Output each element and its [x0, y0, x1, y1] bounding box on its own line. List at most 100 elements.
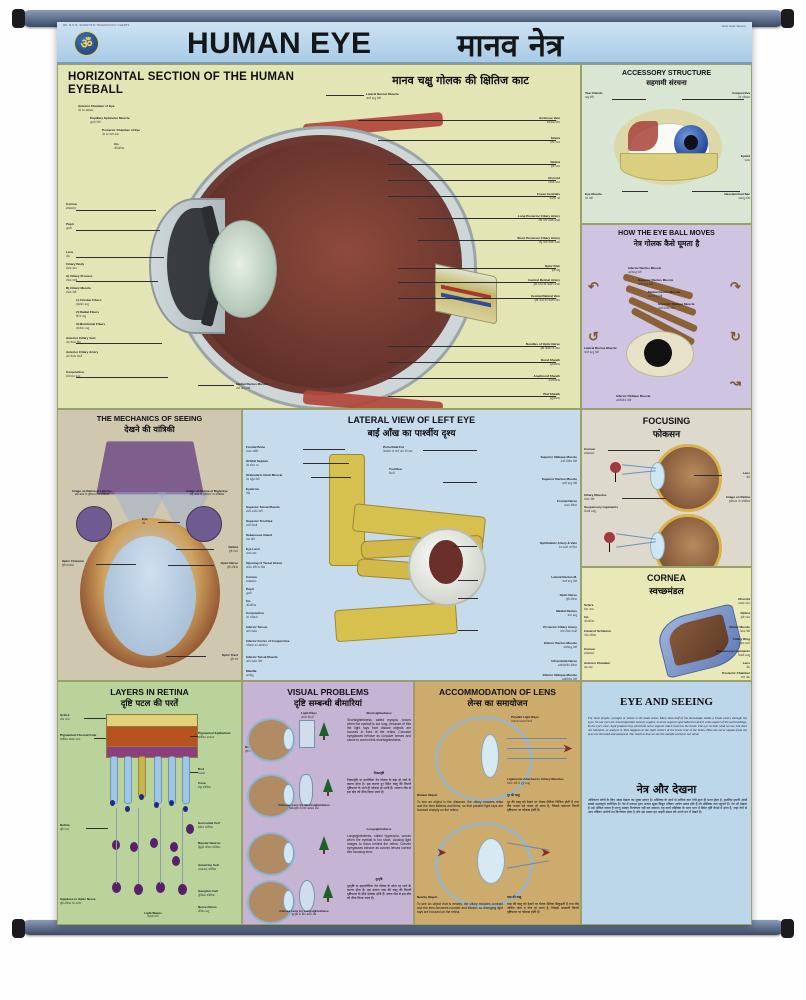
leader-line — [86, 828, 108, 829]
panel-eye-and-seeing: EYE AND SEEING For most people, eyesight… — [581, 681, 752, 925]
tree-trunk — [327, 792, 329, 796]
publisher-credit: DR. M.K.M. SCIENTIFIC TECHNOLOGY CHARTS — [63, 24, 130, 27]
focusing-eye-top-shape — [654, 444, 722, 512]
convex-lens-shape — [299, 880, 315, 912]
lateral-title-hi: बाईं आँख का पार्श्वीय दृश्य — [367, 429, 456, 439]
lateral-title-en: LATERAL VIEW OF LEFT EYE — [347, 415, 476, 425]
lens-shape — [283, 728, 294, 750]
heading-nearby-object-en: Nearby Object — [417, 895, 438, 899]
rod-cell-shape — [154, 756, 162, 804]
leader-line — [388, 346, 556, 347]
lens-shape — [283, 784, 294, 806]
label-lateral-rectus-muscle: Lateral Rectus M.पार्श्व ऋजु पेशी — [551, 575, 577, 583]
tear-gland-shape — [628, 121, 658, 151]
rod-cap-left-bottom-icon — [12, 919, 25, 938]
cornea-title-hi: स्वच्छमंडल — [649, 587, 684, 597]
leader-line — [612, 99, 646, 100]
leader-line — [388, 180, 556, 181]
flower-head — [604, 532, 615, 543]
bipolar-neuron-nucleus — [150, 838, 158, 848]
motion-arrow-bottom-icon: ↝ — [730, 375, 741, 390]
leader-line — [76, 230, 160, 231]
light-ray — [622, 464, 656, 469]
rod-cell-shape — [110, 756, 118, 804]
eyeball-cross-section-illustration — [149, 111, 497, 408]
lens-shape — [283, 890, 294, 912]
panel-visual-problems: VISUAL PROBLEMS दृष्टि सम्बन्धी बीमारिया… — [242, 681, 414, 925]
eye-and-seeing-text-hi: अधिकतर लोगों के लिए आंख देखना का मुख्य स… — [588, 798, 747, 815]
motion-arrow-left-icon: ↶ — [588, 279, 599, 294]
moves-title-en: HOW THE EYE BALL MOVES — [618, 230, 715, 237]
lateral-iris-shape — [429, 540, 463, 584]
focusing-title-en: FOCUSING — [642, 416, 691, 426]
leader-line — [76, 210, 156, 211]
accommodation-title-hi: लेन्स का समायोजन — [467, 699, 528, 709]
leader-line — [158, 522, 180, 523]
heading-longsightedness-en: Longsightedness — [366, 827, 392, 831]
heading-longsightedness-hi: दूरदृष्टि — [375, 877, 383, 881]
nearby-object-arrow-icon: ➤ — [541, 847, 551, 859]
focusing-title-hi: फोकसन — [652, 430, 681, 440]
lens-shape — [283, 842, 294, 864]
accessory-pupil-shape — [684, 135, 698, 150]
rod-cap-right-icon — [781, 9, 794, 28]
flower-stem — [608, 543, 611, 552]
flower-object-top-icon — [610, 462, 621, 482]
cell-nucleus — [154, 802, 159, 808]
leader-line — [378, 140, 556, 141]
text-nearby-object-en: To see an object that is nearby, the cil… — [417, 902, 503, 915]
lens-shape — [209, 220, 277, 318]
panel-horizontal-section: HORIZONTAL SECTION OF THE HUMAN EYEBALL … — [57, 64, 581, 409]
text-nearby-object-hi: पास की वस्तु को देखने पर रोमक पेशियां सि… — [507, 902, 579, 915]
eye-convex-corrected-shape — [247, 880, 295, 924]
moves-title-hi: नेत्र गोलक कैसे घूमता है — [633, 239, 700, 248]
retina-title-en: LAYERS IN RETINA — [110, 687, 189, 697]
leader-line — [176, 549, 214, 550]
cell-nucleus — [183, 806, 188, 812]
leader-line — [303, 449, 345, 450]
leader-line — [418, 218, 556, 219]
panel-lateral-view: LATERAL VIEW OF LEFT EYE बाईं आँख का पार… — [242, 409, 581, 681]
